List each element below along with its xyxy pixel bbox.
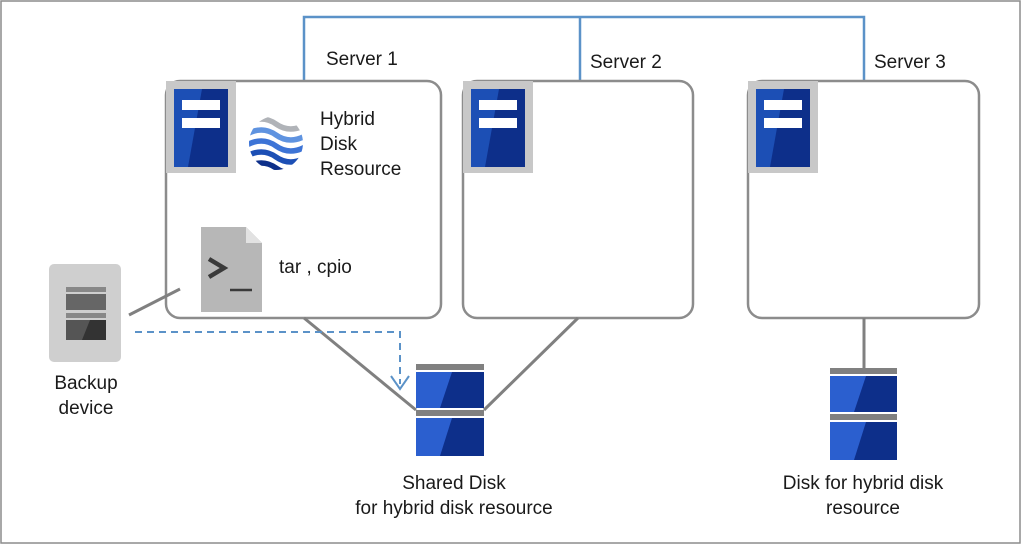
shared-disk-label-line2: for hybrid disk resource: [355, 498, 553, 519]
hybrid-disk-resource-label-line3: Resource: [320, 159, 402, 180]
disk-icon: [830, 368, 897, 460]
hybrid-disk-resource-label-line2: Disk: [320, 134, 357, 155]
hybrid-disk-label-line1: Disk for hybrid disk: [782, 473, 944, 494]
shared-disk-icon: [416, 364, 484, 456]
server-icon: [463, 81, 533, 173]
backup-device-label-line2: device: [58, 398, 114, 419]
server-3-label: Server 3: [874, 52, 946, 73]
server-icon: [166, 81, 236, 173]
shared-disk-label-line1: Shared Disk: [402, 473, 506, 494]
backup-device-icon: [49, 264, 121, 362]
network-lines: [302, 15, 866, 81]
command-label: tar , cpio: [279, 257, 352, 278]
server-icon: [748, 81, 818, 173]
hybrid-disk-resource-label-line1: Hybrid: [320, 109, 375, 130]
backup-flow-arrow: [135, 331, 410, 391]
server-2-label: Server 2: [590, 52, 662, 73]
hybrid-disk-label-line2: resource: [826, 498, 900, 519]
backup-device-label-line1: Backup: [54, 373, 118, 394]
server-1-label: Server 1: [326, 49, 398, 70]
terminal-file-icon: [201, 227, 262, 312]
connection-lines: [128, 287, 866, 412]
